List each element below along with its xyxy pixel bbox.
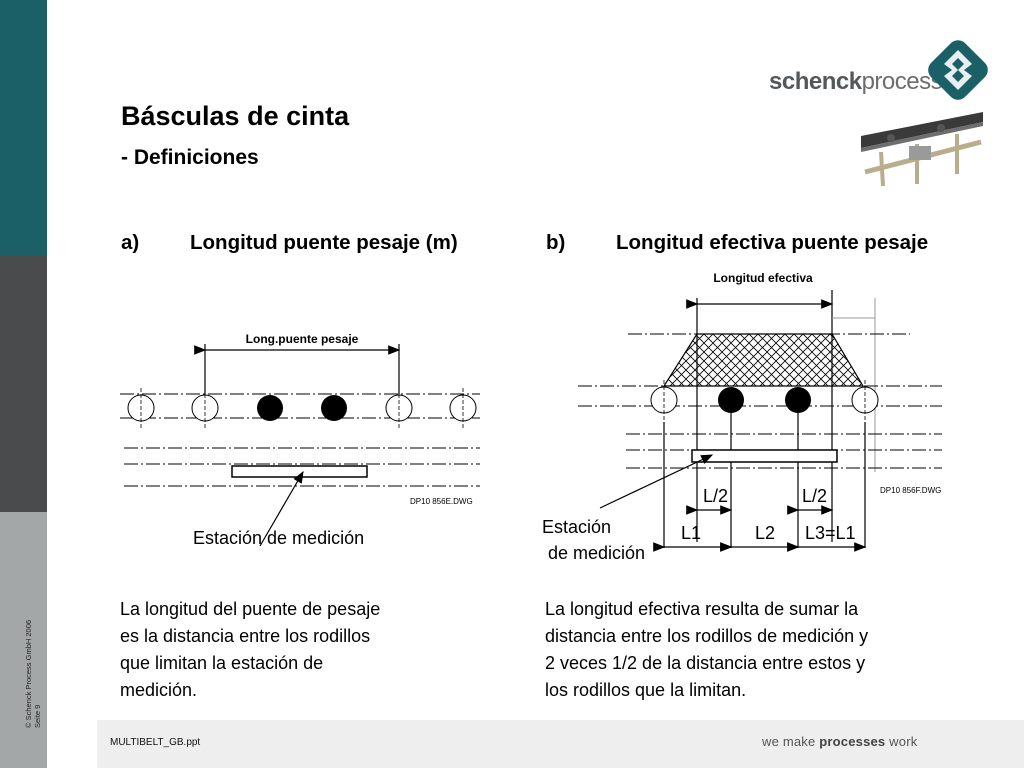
diagram-a-roller	[449, 388, 477, 430]
diagram-a-roller	[127, 388, 155, 430]
diagram-b-station-label: Estación de medición	[542, 517, 646, 563]
page-title: Básculas de cinta	[121, 101, 350, 131]
conveyor-photo	[861, 108, 983, 188]
diagram-a-measuring-roller	[257, 395, 283, 421]
diagram-b-span-label-3: L3=L1	[805, 523, 856, 543]
company-logo-icon	[928, 40, 988, 100]
diagram-b-dimension-label: Longitud efectiva	[713, 271, 813, 285]
diagram-b-half-label-2: L/2	[802, 486, 828, 506]
diagram-b-drawing-ref: DP10 856F.DWG	[880, 486, 941, 495]
section-a-heading: Longitud puente pesaje (m)	[190, 231, 458, 254]
diagram-b-measuring-roller	[718, 387, 744, 413]
diagram-a-roller	[385, 388, 413, 430]
section-a-description: La longitud del puente de pesaje es la d…	[120, 599, 381, 700]
sidebar-teal-block	[0, 0, 47, 256]
diagram-a-dimension-label: Long.puente pesaje	[246, 332, 359, 346]
diagram-b-roller	[650, 380, 678, 422]
diagram-a: Long.puente pesaje DP10 856E.DWG	[120, 332, 480, 547]
diagram-b-span-label-2: L2	[755, 523, 776, 543]
diagram-a-measuring-roller	[321, 395, 347, 421]
diagram-b-half-label-1: L/2	[703, 486, 729, 506]
footer-bar	[97, 720, 1024, 768]
company-logo-text: schenckprocess	[769, 68, 943, 95]
diagram-a-drawing-ref: DP10 856E.DWG	[410, 497, 473, 506]
diagram-a-weigh-bridge	[231, 465, 368, 478]
diagram-b-load-area	[662, 333, 865, 387]
sidebar-grey-block	[0, 512, 47, 768]
page-subtitle: - Definiciones	[121, 146, 259, 169]
copyright: © Schenck Process GmbH 2006 Seite 9	[24, 619, 42, 728]
diagram-b-span-label-1: L1	[681, 523, 702, 543]
footer-filename: MULTIBELT_GB.ppt	[110, 737, 201, 748]
diagram-b-weigh-bridge	[691, 449, 838, 463]
section-b-description: La longitud efectiva resulta de sumar la…	[545, 599, 869, 700]
diagram-a-station-label: Estación de medición	[193, 528, 365, 548]
section-a-letter: a)	[121, 231, 140, 254]
diagram-b-measuring-roller	[785, 387, 811, 413]
footer-slogan: we make processes work	[762, 734, 918, 749]
section-b-letter: b)	[546, 231, 566, 254]
diagram-b-roller	[851, 380, 879, 422]
diagram-a-roller	[191, 388, 219, 430]
diagram-b: Longitud efectiva DP10 856F.DWG	[578, 271, 942, 552]
section-b-heading: Longitud efectiva puente pesaje	[616, 231, 929, 254]
sidebar: © Schenck Process GmbH 2006 Seite 9	[0, 0, 47, 768]
sidebar-dark-block	[0, 256, 47, 512]
